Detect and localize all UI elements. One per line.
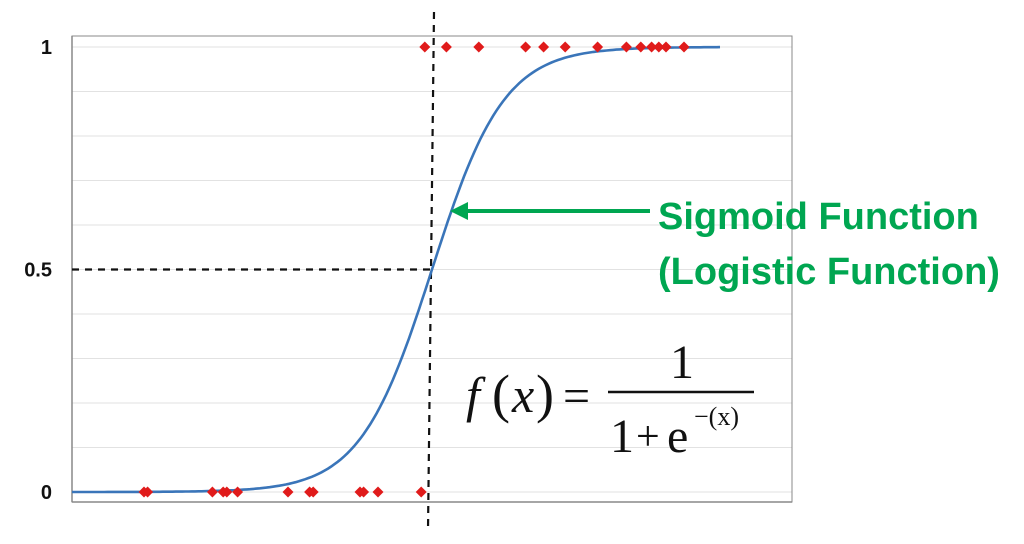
data-point — [358, 486, 370, 498]
data-point — [678, 41, 690, 53]
formula-equals: = — [563, 370, 590, 423]
data-point — [307, 486, 319, 498]
formula-lhs-x: x — [511, 367, 534, 423]
data-point — [440, 41, 452, 53]
y-tick-label: 0.5 — [24, 260, 52, 282]
data-point — [415, 486, 427, 498]
data-point — [635, 41, 647, 53]
data-point — [620, 41, 632, 53]
data-point — [419, 41, 431, 53]
data-point — [142, 486, 154, 498]
data-point — [282, 486, 294, 498]
data-point — [372, 486, 384, 498]
data-point — [232, 486, 244, 498]
data-point — [206, 486, 218, 498]
formula-e: e — [667, 410, 688, 463]
data-point — [559, 41, 571, 53]
annotation-line-1: Sigmoid Function — [658, 196, 979, 238]
data-point — [592, 41, 604, 53]
data-point — [221, 486, 233, 498]
y-tick-label: 1 — [41, 37, 52, 59]
data-point — [538, 41, 550, 53]
data-point — [473, 41, 485, 53]
y-tick-labels: 00.51 — [24, 37, 52, 504]
data-point — [653, 41, 665, 53]
formula-close-paren: ) — [536, 364, 554, 424]
sigmoid-curve — [72, 45, 721, 494]
formula-exponent: −(x) — [694, 402, 739, 431]
formula-plus: + — [636, 414, 660, 460]
formula-lhs-f: f — [466, 367, 486, 423]
formula-numerator: 1 — [670, 336, 694, 389]
sigmoid-formula: f ( x ) = 1 1 + e −(x) — [466, 336, 754, 463]
y-tick-label: 0 — [41, 482, 52, 504]
formula-denominator-one: 1 — [610, 410, 634, 463]
data-point — [520, 41, 532, 53]
data-point — [646, 41, 658, 53]
data-point — [660, 41, 672, 53]
annotation-line-2: (Logistic Function) — [658, 251, 1000, 293]
formula-open-paren: ( — [492, 364, 510, 424]
annotation-arrow — [450, 202, 650, 220]
data-points — [138, 41, 690, 498]
vertical-threshold-line — [426, 11, 436, 531]
